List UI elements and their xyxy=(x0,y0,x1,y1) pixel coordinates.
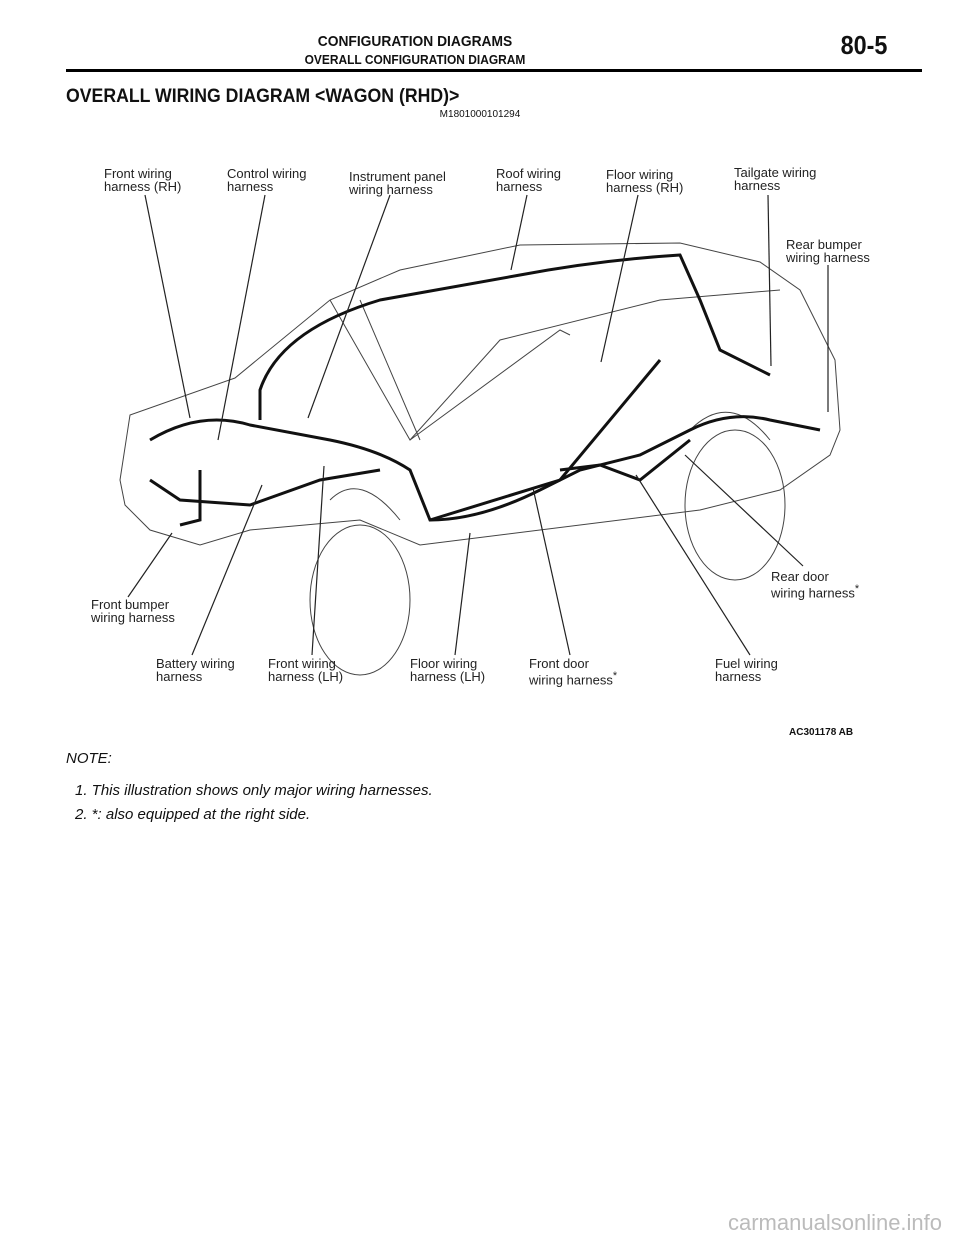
label-line: harness (LH) xyxy=(410,669,486,684)
label-line: harness (RH) xyxy=(104,179,182,194)
label-line: Front wiring xyxy=(104,166,172,181)
label-line: Front wiring xyxy=(268,656,336,671)
section-title: CONFIGURATION DIAGRAMS xyxy=(317,33,513,50)
label-line: Tailgate wiring xyxy=(734,165,817,180)
car-outline xyxy=(119,242,841,676)
asterisk: * xyxy=(854,583,860,595)
label-line: harness xyxy=(496,179,543,194)
label-line: Front bumper xyxy=(91,597,170,612)
page-number: 80-5 xyxy=(840,30,888,60)
figure-code: AC301178 AB xyxy=(789,727,854,738)
wiring-diagram xyxy=(119,194,841,676)
label-line: Instrument panel xyxy=(349,169,446,184)
harness-lines xyxy=(149,253,821,527)
doc-code: M1801000101294 xyxy=(439,109,521,120)
label-line: wiring harness xyxy=(529,672,613,688)
label-line: harness xyxy=(156,669,203,684)
label-line: Battery wiring xyxy=(156,656,235,671)
watermark: carmanualsonline.info xyxy=(728,1210,943,1235)
label-line: harness (RH) xyxy=(606,180,684,195)
note-item: 1. This illustration shows only major wi… xyxy=(75,782,433,799)
label-line: wiring harness xyxy=(91,610,175,625)
label-line: wiring harness xyxy=(786,250,870,265)
label-line: Floor wiring xyxy=(606,167,674,182)
leader-lines xyxy=(127,194,829,656)
label-line: wiring harness xyxy=(771,585,855,601)
label-line: Front door xyxy=(529,656,589,671)
label-line: Rear door xyxy=(771,569,829,584)
header-rule xyxy=(66,69,922,72)
page-title: OVERALL WIRING DIAGRAM <WAGON (RHD)> xyxy=(66,86,460,107)
label-line: Roof wiring xyxy=(496,166,562,181)
label-line: Rear bumper xyxy=(786,237,862,252)
label-line: wiring harness xyxy=(349,182,433,197)
label-line: harness (LH) xyxy=(268,669,344,684)
label-line: harness xyxy=(715,669,762,684)
note-item: 2. *: also equipped at the right side. xyxy=(75,806,311,823)
label-line: harness xyxy=(227,179,274,194)
note-heading: NOTE: xyxy=(66,750,112,767)
label-line: Control wiring xyxy=(227,166,307,181)
label-line: Floor wiring xyxy=(410,656,478,671)
subsection-title: OVERALL CONFIGURATION DIAGRAM xyxy=(304,52,526,67)
label-line: Fuel wiring xyxy=(715,656,778,671)
asterisk: * xyxy=(612,670,618,682)
label-line: harness xyxy=(734,178,781,193)
